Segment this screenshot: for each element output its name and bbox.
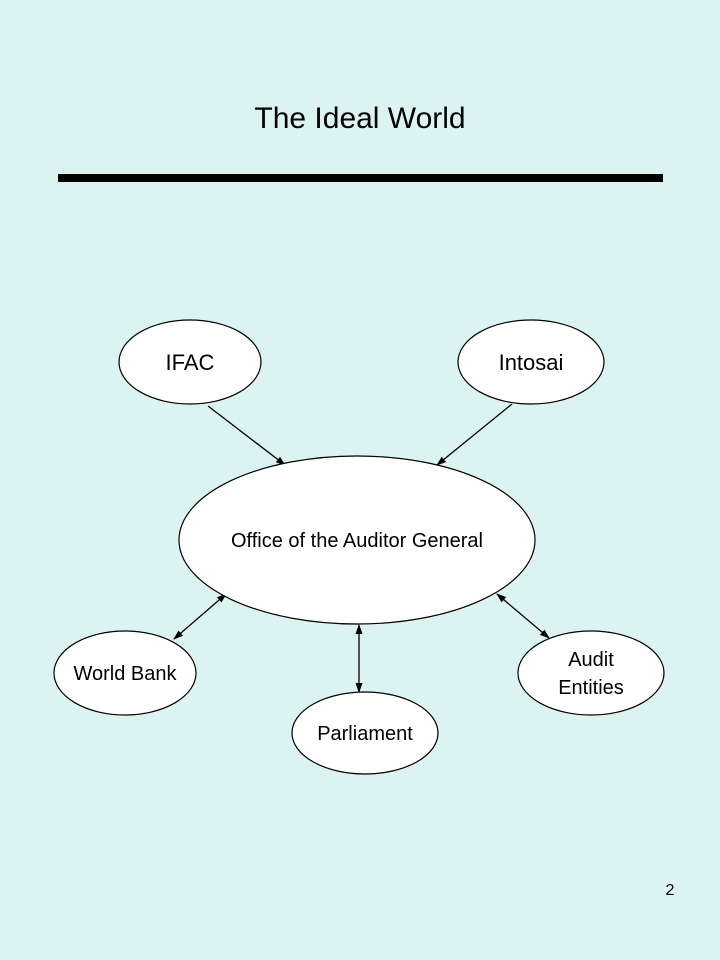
page-title: The Ideal World (254, 102, 466, 135)
node-parliament-label: Parliament (317, 723, 413, 745)
node-audit-entities (517, 630, 665, 716)
arrow-ifac-to-oag (207, 405, 286, 466)
node-oag (178, 455, 536, 625)
node-parliament (291, 691, 439, 775)
node-ifac-label: IFAC (166, 350, 215, 375)
node-audit-entities-label-line2: Entities (558, 677, 624, 699)
node-intosai (457, 319, 605, 405)
node-intosai-label: Intosai (499, 350, 564, 375)
arrow-oag-world-bank (173, 593, 227, 640)
arrow-oag-audit-entities (496, 593, 550, 639)
node-world-bank (53, 630, 197, 716)
title-divider (58, 174, 663, 182)
node-audit-entities-label-line1: Audit (568, 649, 614, 671)
node-ifac (118, 319, 262, 405)
page-number: 2 (665, 882, 675, 899)
node-oag-label: Office of the Auditor General (231, 530, 483, 552)
arrow-intosai-to-oag (436, 403, 513, 466)
node-world-bank-label: World Bank (73, 663, 177, 685)
